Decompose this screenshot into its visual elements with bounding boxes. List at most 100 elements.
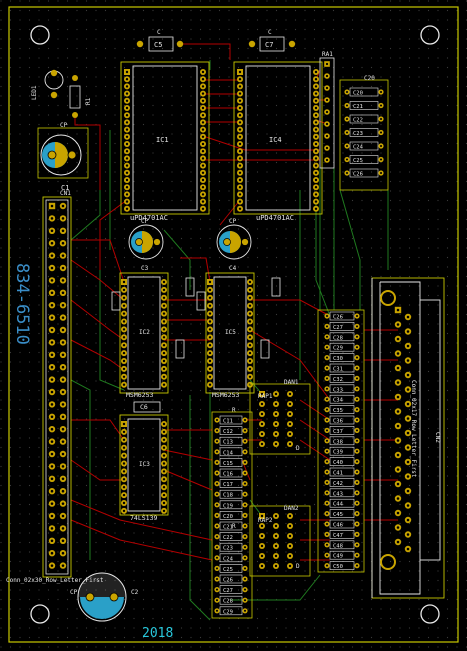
ic3-footprint[interactable]: IC3 74LS139 <box>119 414 169 522</box>
capacitor-label: C23 <box>223 546 233 552</box>
pad-hole <box>122 422 126 426</box>
pad-hole <box>50 440 54 443</box>
c20-header-label: C20 <box>364 75 375 82</box>
mounting-hole-icon <box>420 25 440 45</box>
pad-hole <box>215 482 219 485</box>
capacitor-label: C33 <box>333 387 343 393</box>
pad-hole <box>325 554 329 557</box>
led1[interactable]: LED1 <box>31 69 64 100</box>
ic2-footprint[interactable]: IC2 MSM6253 <box>119 272 169 399</box>
capacitor-outline <box>329 353 355 362</box>
pad-hole <box>208 328 212 331</box>
pad-hole <box>248 304 252 307</box>
pad-hole <box>248 367 252 371</box>
cn1-footprint: Conn_02x30_Row_Letter_First <box>6 577 104 584</box>
pad-hole <box>238 70 242 74</box>
cap-c5[interactable]: C5 C <box>136 29 184 52</box>
pad-hole <box>355 356 359 359</box>
pad-hole <box>61 266 65 270</box>
pad-hole <box>201 85 205 88</box>
pad-hole <box>379 90 383 94</box>
pad-hole <box>61 229 65 233</box>
ic1-footprint[interactable]: IC1 uPD4701AC <box>120 61 210 222</box>
pad-hole <box>61 551 65 555</box>
pad-hole <box>248 351 252 355</box>
cap-c7[interactable]: C7 C <box>248 29 296 52</box>
dan2-rap2-block[interactable]: DAN2 RAP2 R D <box>232 505 311 577</box>
capacitor-outline <box>329 342 355 352</box>
pad-hole <box>243 418 247 422</box>
pad-hole <box>201 142 205 146</box>
pad-hole <box>243 482 247 485</box>
pad-hole <box>288 422 292 426</box>
cap-c1[interactable]: CP C1 <box>37 122 89 192</box>
pad-hole <box>406 402 410 406</box>
ic5-ref: IC5 <box>225 329 236 336</box>
capacitor-outline <box>219 426 243 435</box>
capacitor-label: C44 <box>333 502 344 508</box>
pad-hole <box>162 359 166 363</box>
board-year: 2018 <box>142 626 173 641</box>
cap-c2[interactable]: C2 CP <box>70 572 139 622</box>
pad-hole <box>379 171 383 175</box>
capacitor-outline <box>349 141 379 151</box>
cap-c4[interactable]: CP C4 <box>216 218 252 272</box>
cn1-connector[interactable]: CN1 Conn_02x30_Row_Letter_First <box>6 190 104 584</box>
cap-c3[interactable]: CP C3 <box>128 218 164 272</box>
pad-hole <box>314 106 318 110</box>
pad-hole <box>274 392 278 396</box>
pad-hole <box>201 193 205 196</box>
pad-hole <box>345 144 349 148</box>
capacitor-label: C50 <box>333 564 343 570</box>
pad-hole <box>50 465 54 468</box>
ic5-footprint[interactable]: IC5 MSM6253 <box>205 272 255 399</box>
copper-back-trace <box>315 200 331 317</box>
pad-hole <box>406 475 410 478</box>
capacitor-label: C22 <box>353 118 363 124</box>
pad-hole <box>325 314 329 318</box>
capacitor-label: C21 <box>223 525 233 531</box>
pad-hole <box>125 186 129 189</box>
capacitor-label: C25 <box>353 158 363 164</box>
pad-hole <box>122 501 126 505</box>
pad-hole <box>406 504 410 507</box>
capacitor-outline <box>329 467 355 477</box>
ic4-footprint[interactable]: IC4 uPD4701AC <box>233 61 323 222</box>
capacitor-outline <box>219 542 243 552</box>
pad-hole <box>162 320 166 323</box>
pad-hole <box>345 104 349 107</box>
pad-hole <box>243 524 247 528</box>
pad-hole <box>325 502 329 505</box>
capacitor-label: C18 <box>223 493 233 499</box>
pad-hole <box>162 280 166 284</box>
c1-cp-label: CP <box>60 122 68 129</box>
pad-hole <box>201 78 205 81</box>
pad-hole <box>125 70 129 74</box>
pad-hole <box>325 158 329 162</box>
cap-stack-left: C11C12C13C14C15C16C17C18C19C20C21C22C23C… <box>211 411 253 619</box>
pad-hole <box>355 491 359 494</box>
pad-hole <box>215 524 219 528</box>
pad-hole <box>61 341 65 344</box>
pad-hole <box>238 121 242 124</box>
pad-hole <box>50 353 54 357</box>
pad-hole <box>201 128 205 131</box>
pad-hole <box>406 547 410 551</box>
pad-hole <box>314 70 318 74</box>
pad-hole <box>122 280 126 284</box>
pad-hole <box>162 493 166 497</box>
pad-hole <box>61 204 65 208</box>
ra1-array[interactable]: RA1 <box>319 51 335 169</box>
pad-hole <box>314 78 318 81</box>
pad-hole <box>215 599 219 602</box>
r1[interactable]: R1 <box>69 75 92 118</box>
pad-hole <box>379 158 383 161</box>
pad-hole <box>238 186 242 189</box>
pad-hole <box>122 344 126 347</box>
pad-hole <box>288 412 292 416</box>
pad-hole <box>215 514 219 517</box>
cn2-connector[interactable]: CN2 Conn_02x17_Row_Letter_First <box>371 277 445 599</box>
pad-hole <box>243 609 247 612</box>
dan1-rap1-block[interactable]: DAN1 RAP1 R D <box>232 379 311 455</box>
pad-hole <box>288 514 292 518</box>
